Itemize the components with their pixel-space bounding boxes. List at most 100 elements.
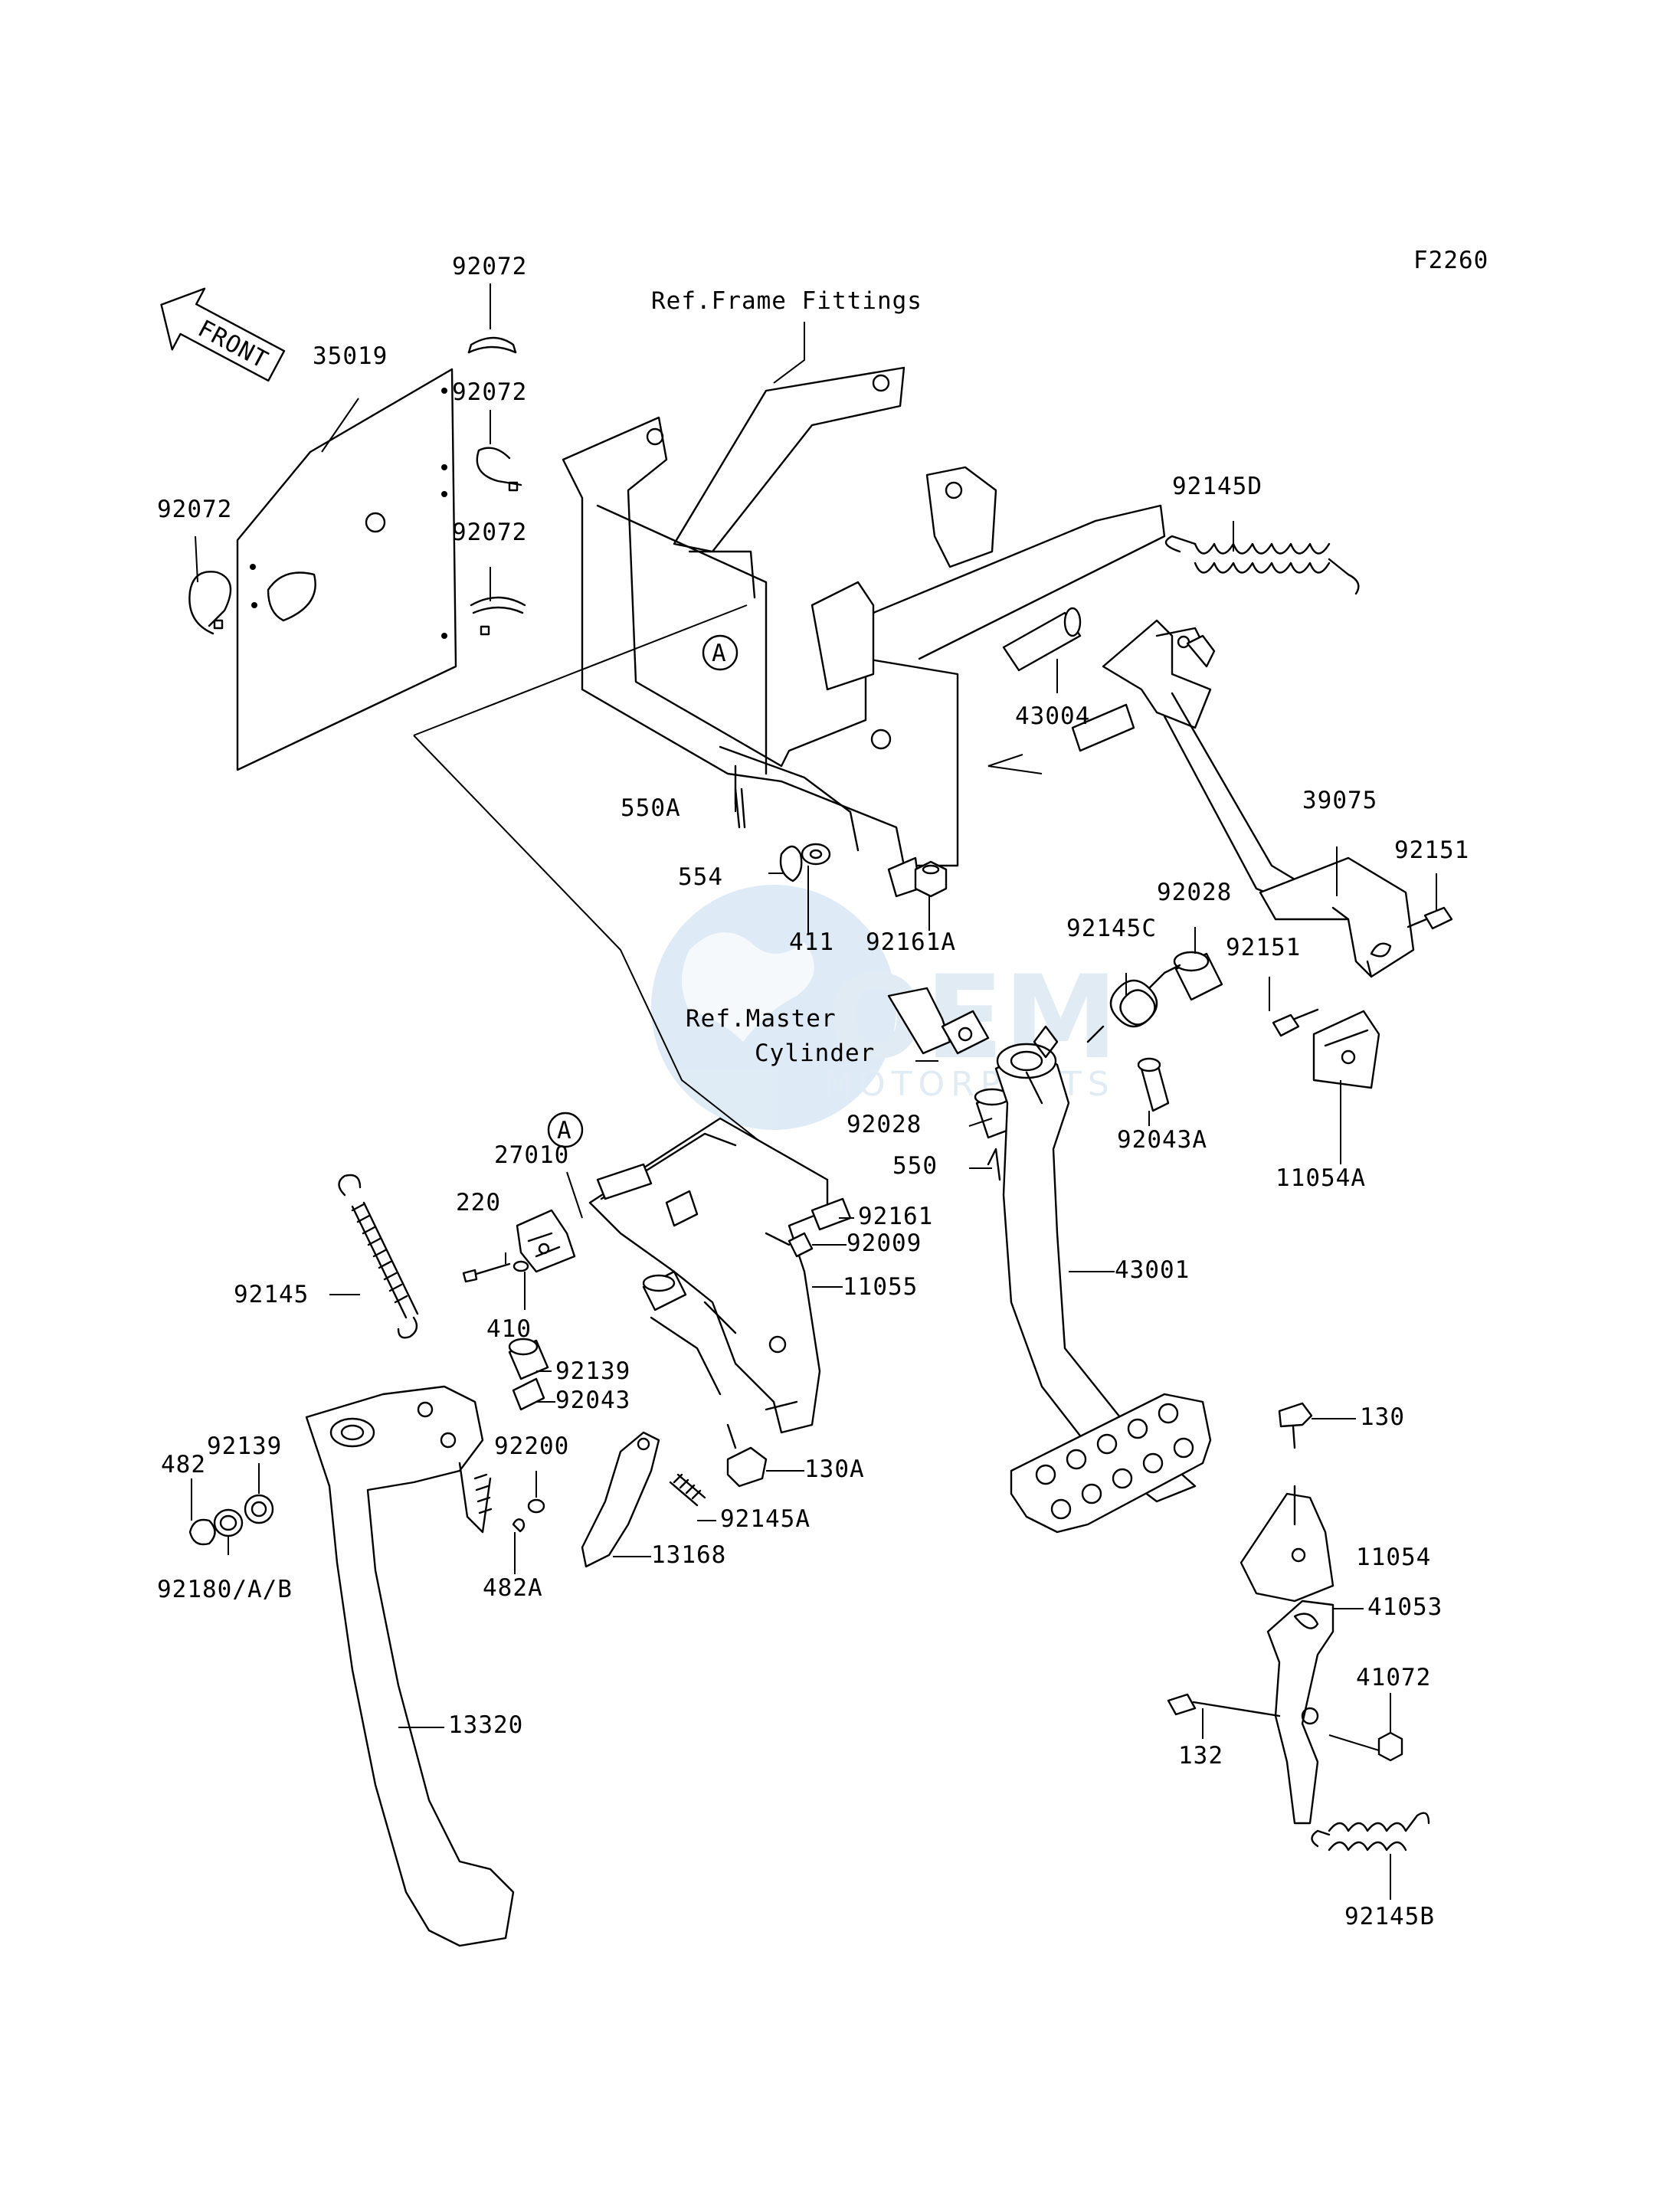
spring-92145A	[669, 1473, 706, 1507]
label-92145D: 92145D	[1172, 473, 1262, 500]
bracket-11055	[588, 1117, 829, 1434]
frame-bracket	[562, 366, 1166, 898]
label-482: 482	[161, 1451, 206, 1478]
callout-a-bottom: A	[547, 1112, 584, 1148]
label-92145C: 92145C	[1066, 915, 1157, 942]
label-92151-b: 92151	[1226, 934, 1301, 961]
spring-92145C	[1086, 964, 1181, 1043]
label-92009: 92009	[847, 1229, 922, 1257]
label-92072-d: 92072	[157, 496, 232, 523]
front-arrow-icon: FRONT	[160, 287, 286, 382]
label-92072-a: 92072	[452, 253, 527, 280]
label-92028-b: 92028	[847, 1111, 922, 1138]
label-13168: 13168	[651, 1541, 726, 1569]
label-550A: 550A	[621, 794, 681, 822]
arm-13168	[581, 1431, 660, 1568]
bolt-92151-a	[1407, 906, 1453, 930]
label-220: 220	[456, 1189, 501, 1216]
bracket-11054	[1240, 1485, 1335, 1603]
bolt-130A	[726, 1423, 768, 1488]
leader-lines	[191, 283, 1437, 1900]
label-130: 130	[1360, 1403, 1405, 1431]
label-92028-a: 92028	[1157, 879, 1232, 906]
pedal-cover-39075	[1259, 856, 1415, 978]
label-92145: 92145	[234, 1281, 309, 1308]
label-35019: 35019	[313, 342, 388, 370]
label-92139-left: 92139	[207, 1432, 282, 1460]
washer-92180	[213, 1508, 244, 1537]
svg-text:A: A	[557, 1117, 572, 1144]
label-11054: 11054	[1356, 1544, 1431, 1571]
label-39075: 39075	[1302, 787, 1377, 814]
clip-92072-b	[476, 447, 522, 492]
clutch-pedal-13320	[305, 1385, 515, 1947]
bolt-130	[1278, 1402, 1313, 1449]
ref-master-label-2: Cylinder	[755, 1040, 875, 1067]
bracket-11054A	[1312, 1010, 1380, 1089]
pin-92043	[512, 1377, 545, 1411]
label-13320: 13320	[448, 1711, 523, 1739]
label-92139-upper: 92139	[555, 1357, 630, 1385]
brake-pedal-upper-link	[1102, 619, 1312, 905]
label-92072-c: 92072	[452, 519, 527, 546]
circlip-482	[188, 1518, 216, 1546]
label-41072: 41072	[1356, 1664, 1431, 1691]
switch-27010	[516, 1209, 576, 1273]
label-132: 132	[1178, 1742, 1223, 1770]
bushing-92139-upper	[508, 1338, 549, 1380]
washer-92200	[527, 1498, 545, 1514]
bushing-92139-left	[244, 1494, 274, 1524]
label-92161: 92161	[858, 1203, 933, 1230]
svg-text:A: A	[712, 640, 727, 667]
cover-plate-35019	[236, 368, 457, 771]
figure-code: F2260	[1413, 247, 1488, 274]
label-92145A: 92145A	[720, 1505, 811, 1533]
shaft-43004	[1002, 607, 1135, 752]
circlip-482A	[512, 1518, 526, 1533]
callout-a-top: A	[702, 634, 738, 671]
spring-92145	[338, 1174, 419, 1339]
label-482A: 482A	[483, 1574, 543, 1602]
label-130A: 130A	[804, 1455, 865, 1483]
cotter-pin-550A	[734, 787, 746, 829]
lever-41053	[1266, 1599, 1335, 1825]
label-554: 554	[678, 863, 723, 891]
bolt-132	[1167, 1693, 1281, 1717]
label-92200: 92200	[494, 1432, 569, 1460]
label-92043: 92043	[555, 1387, 630, 1414]
pin-92043A	[1137, 1057, 1170, 1112]
label-411: 411	[789, 928, 834, 956]
label-410: 410	[486, 1315, 532, 1343]
collar-92028-a	[1173, 951, 1223, 1001]
label-41053: 41053	[1367, 1593, 1443, 1621]
label-27010: 27010	[494, 1141, 569, 1169]
screw-92009	[765, 1232, 814, 1258]
label-92161A: 92161A	[866, 928, 956, 956]
clip-92072-d	[188, 571, 232, 635]
spring-92145B	[1311, 1812, 1430, 1852]
label-11054A: 11054A	[1276, 1164, 1366, 1192]
ref-frame-fittings-label: Ref.Frame Fittings	[651, 287, 922, 315]
label-43004: 43004	[1015, 702, 1090, 730]
washer-411	[801, 843, 831, 866]
label-550: 550	[892, 1152, 938, 1180]
label-92072-b: 92072	[452, 378, 527, 406]
washer-410	[513, 1260, 529, 1272]
label-92151-a: 92151	[1394, 837, 1469, 864]
nut-92161A	[914, 860, 948, 898]
reference-leader-line	[413, 735, 790, 1165]
master-cylinder-rod	[887, 987, 990, 1055]
label-43001: 43001	[1115, 1256, 1190, 1284]
clip-554	[779, 845, 803, 882]
label-11055: 11055	[843, 1273, 918, 1301]
bolt-92151-b	[1272, 1008, 1319, 1037]
brake-pedal-43001	[994, 1025, 1197, 1503]
label-92180AB: 92180/A/B	[157, 1576, 293, 1603]
label-92145B: 92145B	[1344, 1903, 1435, 1930]
cotter-pin-550	[987, 1148, 1001, 1181]
brake-pedal-pad	[1010, 1393, 1212, 1534]
watermark-subtext: MOTORPARTS	[824, 1065, 1115, 1104]
spring-92145D	[1164, 535, 1360, 595]
clip-92072-c	[470, 596, 526, 636]
